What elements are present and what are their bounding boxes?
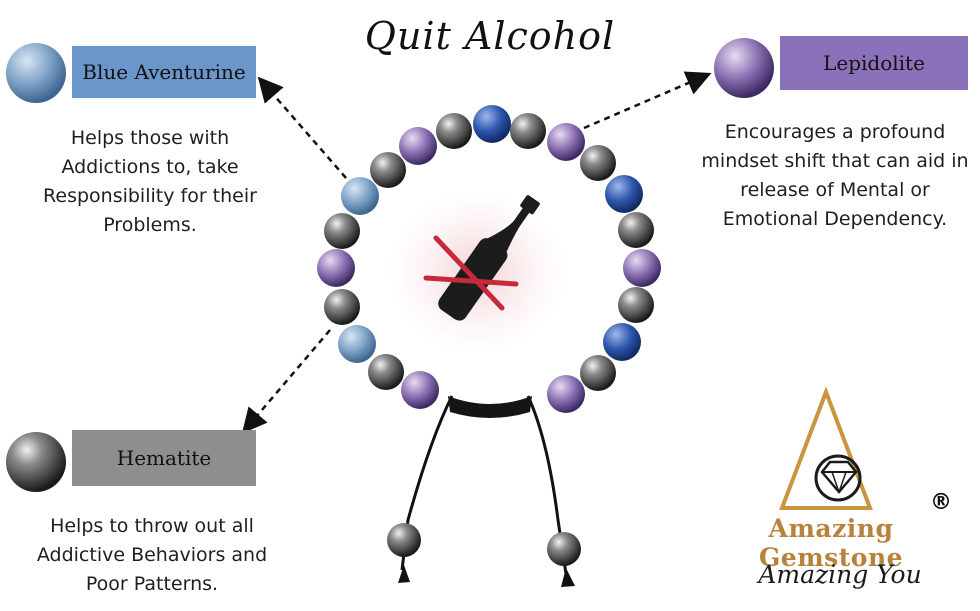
description-line: Helps those with xyxy=(70,127,230,149)
blue-aventurine-label: Blue Aventurine xyxy=(72,46,256,98)
bead-lepidolite xyxy=(317,249,355,287)
hematite-description: Helps to throw out all Addictive Behavio… xyxy=(16,512,288,599)
bead-hematite xyxy=(580,145,616,181)
description-line: Encourages a profound xyxy=(724,121,946,143)
cord-right xyxy=(526,395,568,575)
bead-hematite xyxy=(618,287,654,323)
description-line: Poor Patterns. xyxy=(85,573,219,595)
blue-aventurine-description: Helps those with Addictions to, take Res… xyxy=(20,124,280,240)
arrow-to-lepidolite xyxy=(583,71,712,130)
hematite-stone xyxy=(6,432,66,492)
arrow-to-hematite xyxy=(241,329,331,434)
bead-lepidolite xyxy=(401,371,439,409)
diamond-logo-icon xyxy=(779,386,873,510)
description-line: release of Mental or xyxy=(740,179,930,201)
macrame-knot xyxy=(448,396,532,418)
cord-left xyxy=(400,395,454,571)
bead-lepidolite xyxy=(623,249,661,287)
bead-lepidolite xyxy=(547,123,585,161)
bead-hematite xyxy=(436,113,472,149)
blue-aventurine-stone xyxy=(6,43,66,103)
page-title: Quit Alcohol xyxy=(364,14,616,58)
bead-hematite-end xyxy=(387,523,421,557)
description-line: Emotional Dependency. xyxy=(722,208,948,230)
bead-hematite xyxy=(618,212,654,248)
description-line: mindset shift that can aid in xyxy=(701,150,969,172)
hematite-label: Hematite xyxy=(72,430,256,486)
bead-hematite-end xyxy=(547,532,581,566)
bracelet-beads xyxy=(317,105,661,566)
description-line: Problems. xyxy=(103,214,197,236)
bead-hematite xyxy=(324,289,360,325)
bead-blue-aventurine xyxy=(341,177,379,215)
description-line: Responsibility for their xyxy=(43,185,257,207)
bead-sodalite xyxy=(473,105,511,143)
bead-sodalite xyxy=(605,175,643,213)
lepidolite-description: Encourages a profound mindset shift that… xyxy=(700,118,970,234)
lepidolite-stone xyxy=(714,38,774,98)
bead-hematite xyxy=(510,113,546,149)
registered-mark: ® xyxy=(930,490,952,515)
brand-name: Amazing Gemstone xyxy=(758,514,904,572)
bead-sodalite xyxy=(603,323,641,361)
bead-hematite xyxy=(580,355,616,391)
bead-lepidolite xyxy=(399,127,437,165)
description-line: Addictions to, take xyxy=(61,156,239,178)
description-line: Addictive Behaviors and xyxy=(36,544,268,566)
brand-tagline: Amazing You xyxy=(758,560,922,589)
arrow-to-blue-aventurine xyxy=(257,76,347,179)
lepidolite-label: Lepidolite xyxy=(780,36,968,90)
description-line: Helps to throw out all xyxy=(50,515,254,537)
bead-lepidolite xyxy=(547,375,585,413)
bead-hematite xyxy=(370,152,406,188)
bead-blue-aventurine xyxy=(338,325,376,363)
bead-hematite xyxy=(368,354,404,390)
bead-hematite xyxy=(324,213,360,249)
